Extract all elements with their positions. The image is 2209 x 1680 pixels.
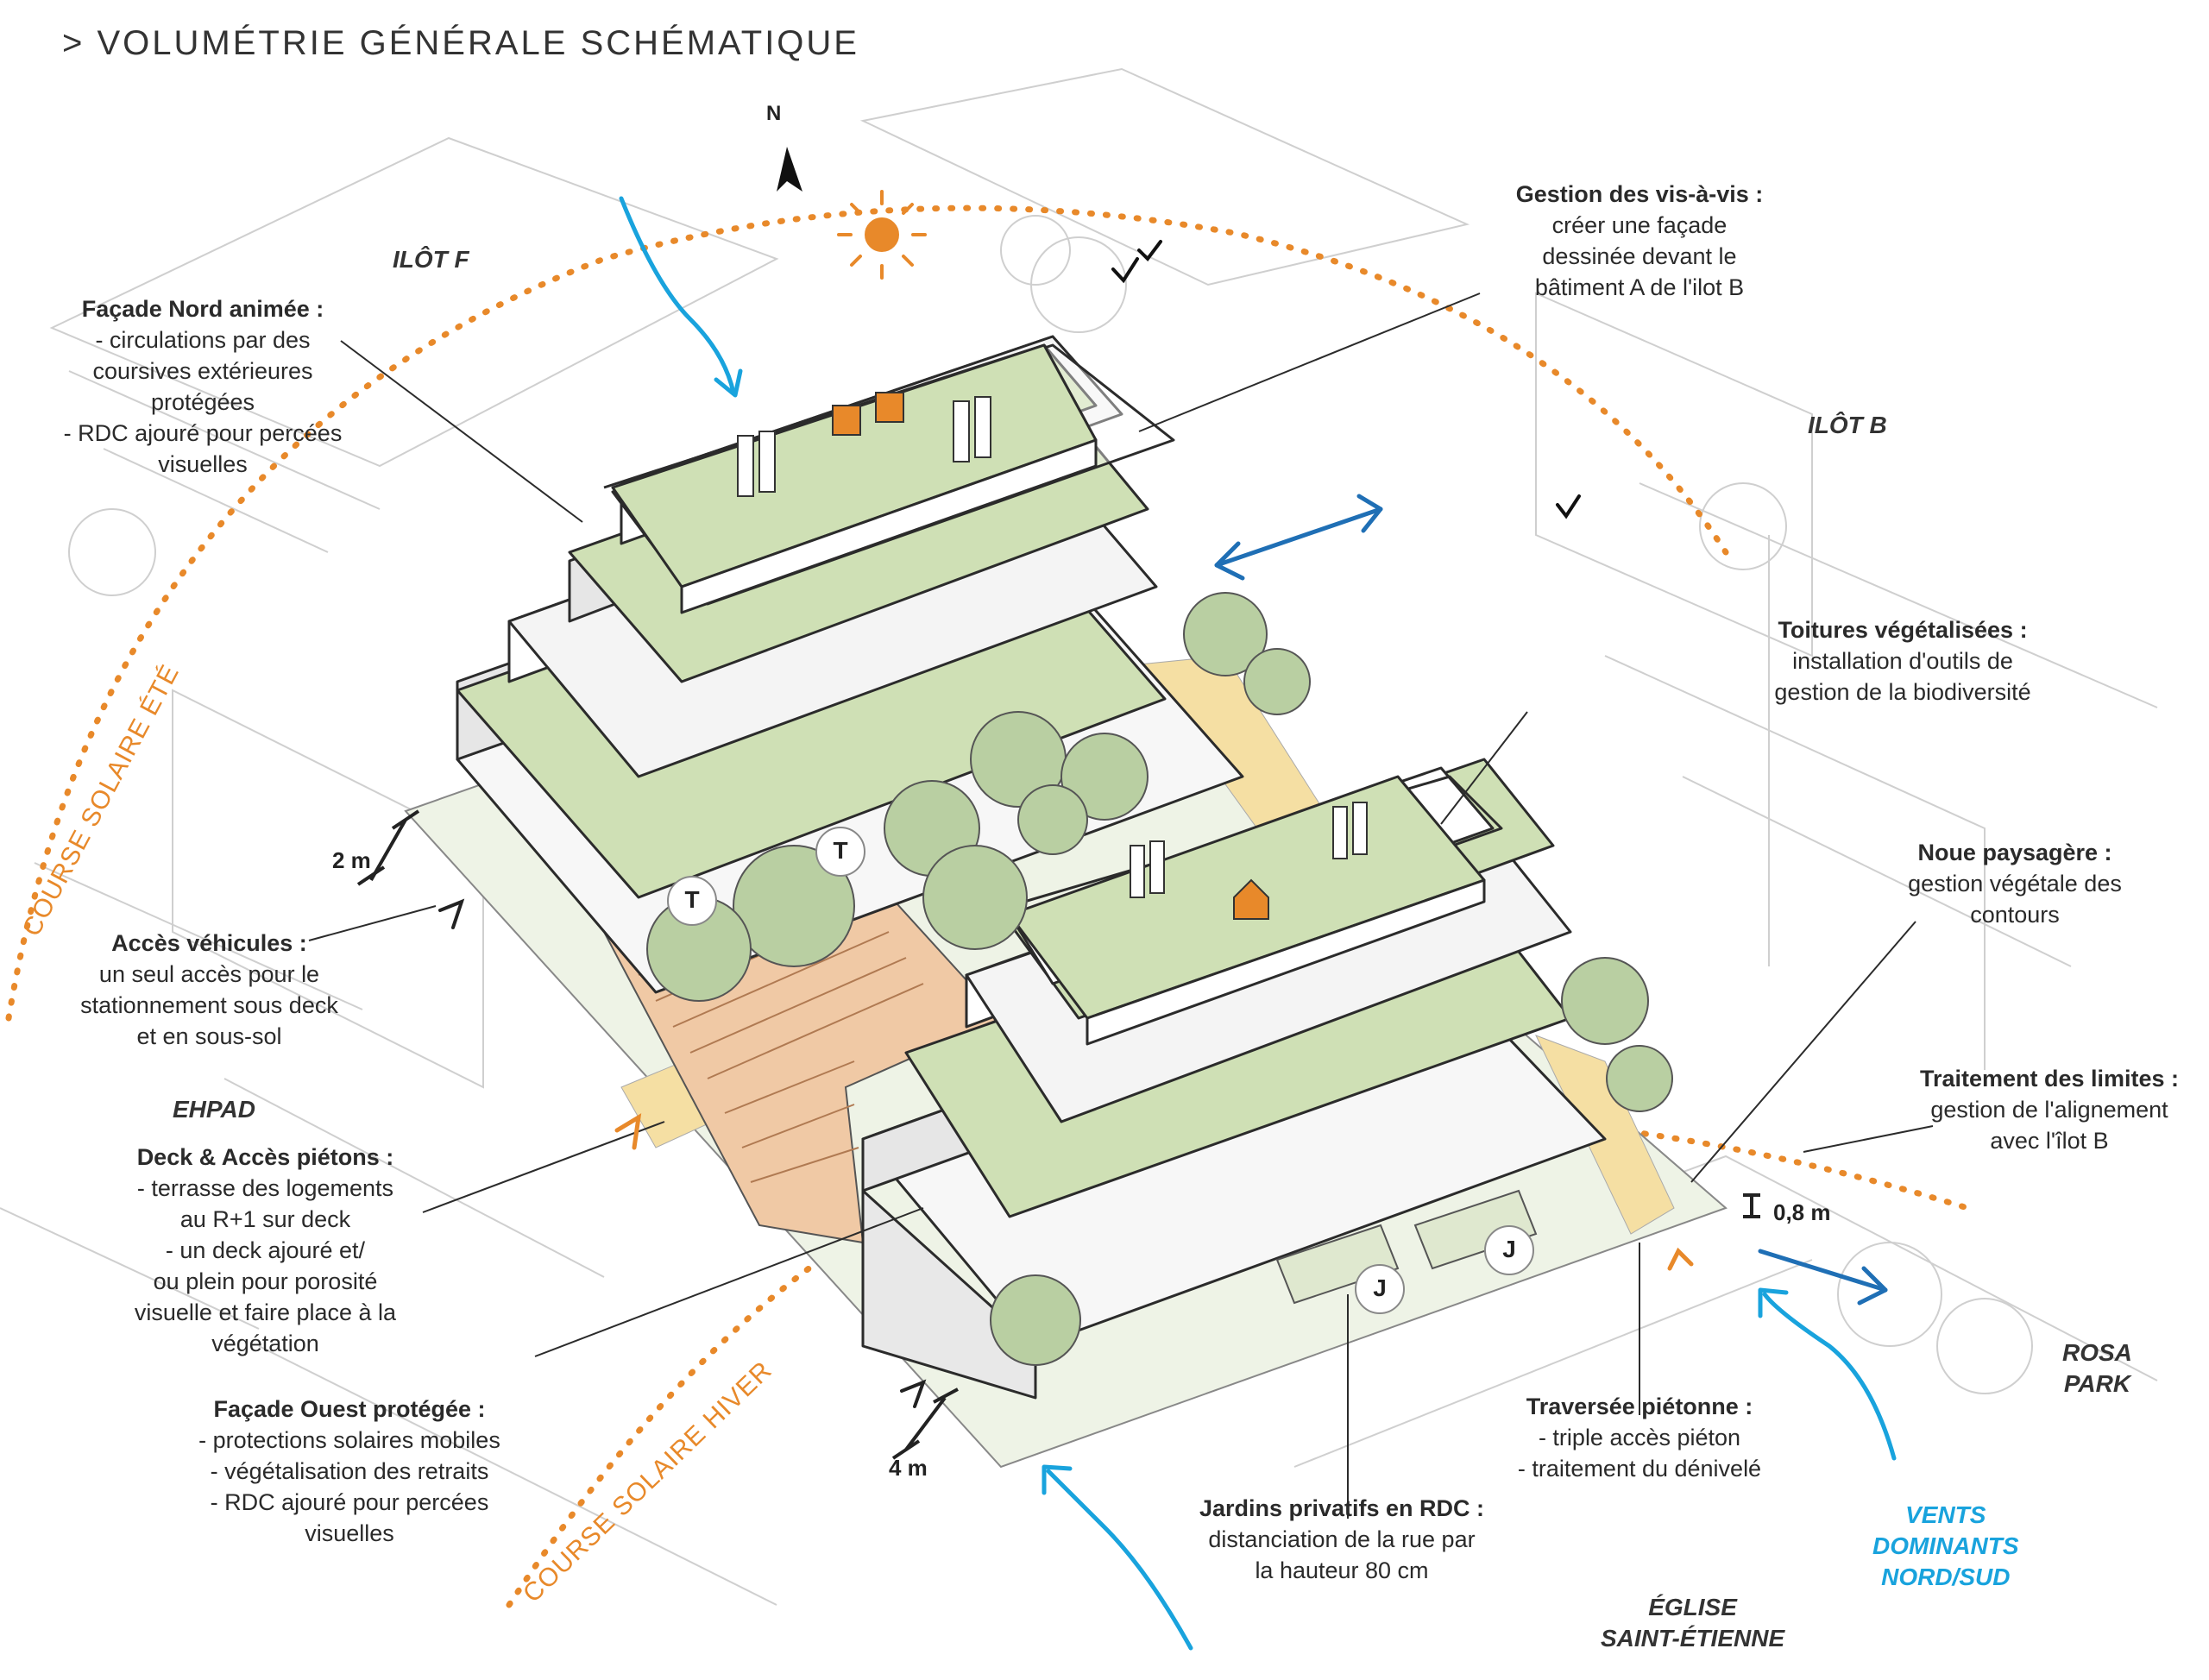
winds-label: VENTS DOMINANTS NORD/SUD [1872, 1501, 2019, 1590]
annotation-jardins: Jardins privatifs en RDC : distanciation… [1199, 1495, 1485, 1583]
summer-solar-arc [5, 204, 1729, 1022]
dimension-2m: 2 m [332, 847, 371, 873]
annotation-toitures: Toitures végétalisées : installation d'o… [1774, 617, 2031, 705]
annotation-traversee: Traversée piétonne : - triple accès piét… [1517, 1394, 1762, 1482]
terrace-badge: T [815, 827, 865, 877]
sun-icon [837, 190, 927, 280]
page-title: > VOLUMÉTRIE GÉNÉRALE SCHÉMATIQUE [62, 24, 859, 62]
annotation-noue: Noue paysagère : gestion végétale des co… [1908, 840, 2122, 928]
annotation-facade-nord: Façade Nord animée : - circulations par … [63, 296, 343, 477]
courtyard-trees [646, 592, 1673, 1366]
wind-arrow-icon [619, 196, 1897, 1651]
pedestrian-access-icon [614, 1113, 1694, 1271]
checkmark-icon [1111, 240, 1581, 519]
garden-badge: J [1484, 1225, 1534, 1275]
place-ilot-b: ILÔT B [1808, 412, 1887, 438]
dimension-0-8m: 0,8 m [1773, 1199, 1831, 1225]
roof-vents-icon [737, 396, 1368, 898]
annotation-acces-vehicules: Accès véhicules : un seul accès pour le … [80, 930, 338, 1049]
place-eglise: ÉGLISE SAINT-ÉTIENNE [1601, 1594, 1785, 1652]
place-rosa-park: ROSA PARK [2062, 1339, 2132, 1397]
garden-badge: J [1355, 1264, 1405, 1314]
terrace-badge: T [667, 876, 717, 926]
annotation-deck: Deck & Accès piétons : - terrasse des lo… [134, 1144, 397, 1356]
north-arrow-icon [777, 147, 802, 192]
dimension-marks [356, 809, 1760, 1460]
compass-letter: N [766, 102, 782, 125]
dimension-4m: 4 m [889, 1455, 928, 1481]
garden-planters [1275, 1189, 1538, 1305]
annotation-facade-ouest: Façade Ouest protégée : - protections so… [198, 1396, 500, 1546]
beehive-icon [832, 392, 1269, 920]
place-ilot-f: ILÔT F [393, 246, 469, 273]
annotation-vis-a-vis: Gestion des vis-à-vis : créer une façade… [1515, 181, 1764, 300]
vis-a-vis-arrow-icon [1214, 494, 1383, 581]
access-marker-icon [438, 898, 927, 1408]
east-path [1535, 1035, 1675, 1235]
exit-arrow-icon [1758, 1249, 1888, 1306]
annotation-limites: Traitement des limites : gestion de l'al… [1919, 1066, 2180, 1154]
place-ehpad: EHPAD [173, 1096, 255, 1123]
leader-lines [308, 293, 1934, 1519]
